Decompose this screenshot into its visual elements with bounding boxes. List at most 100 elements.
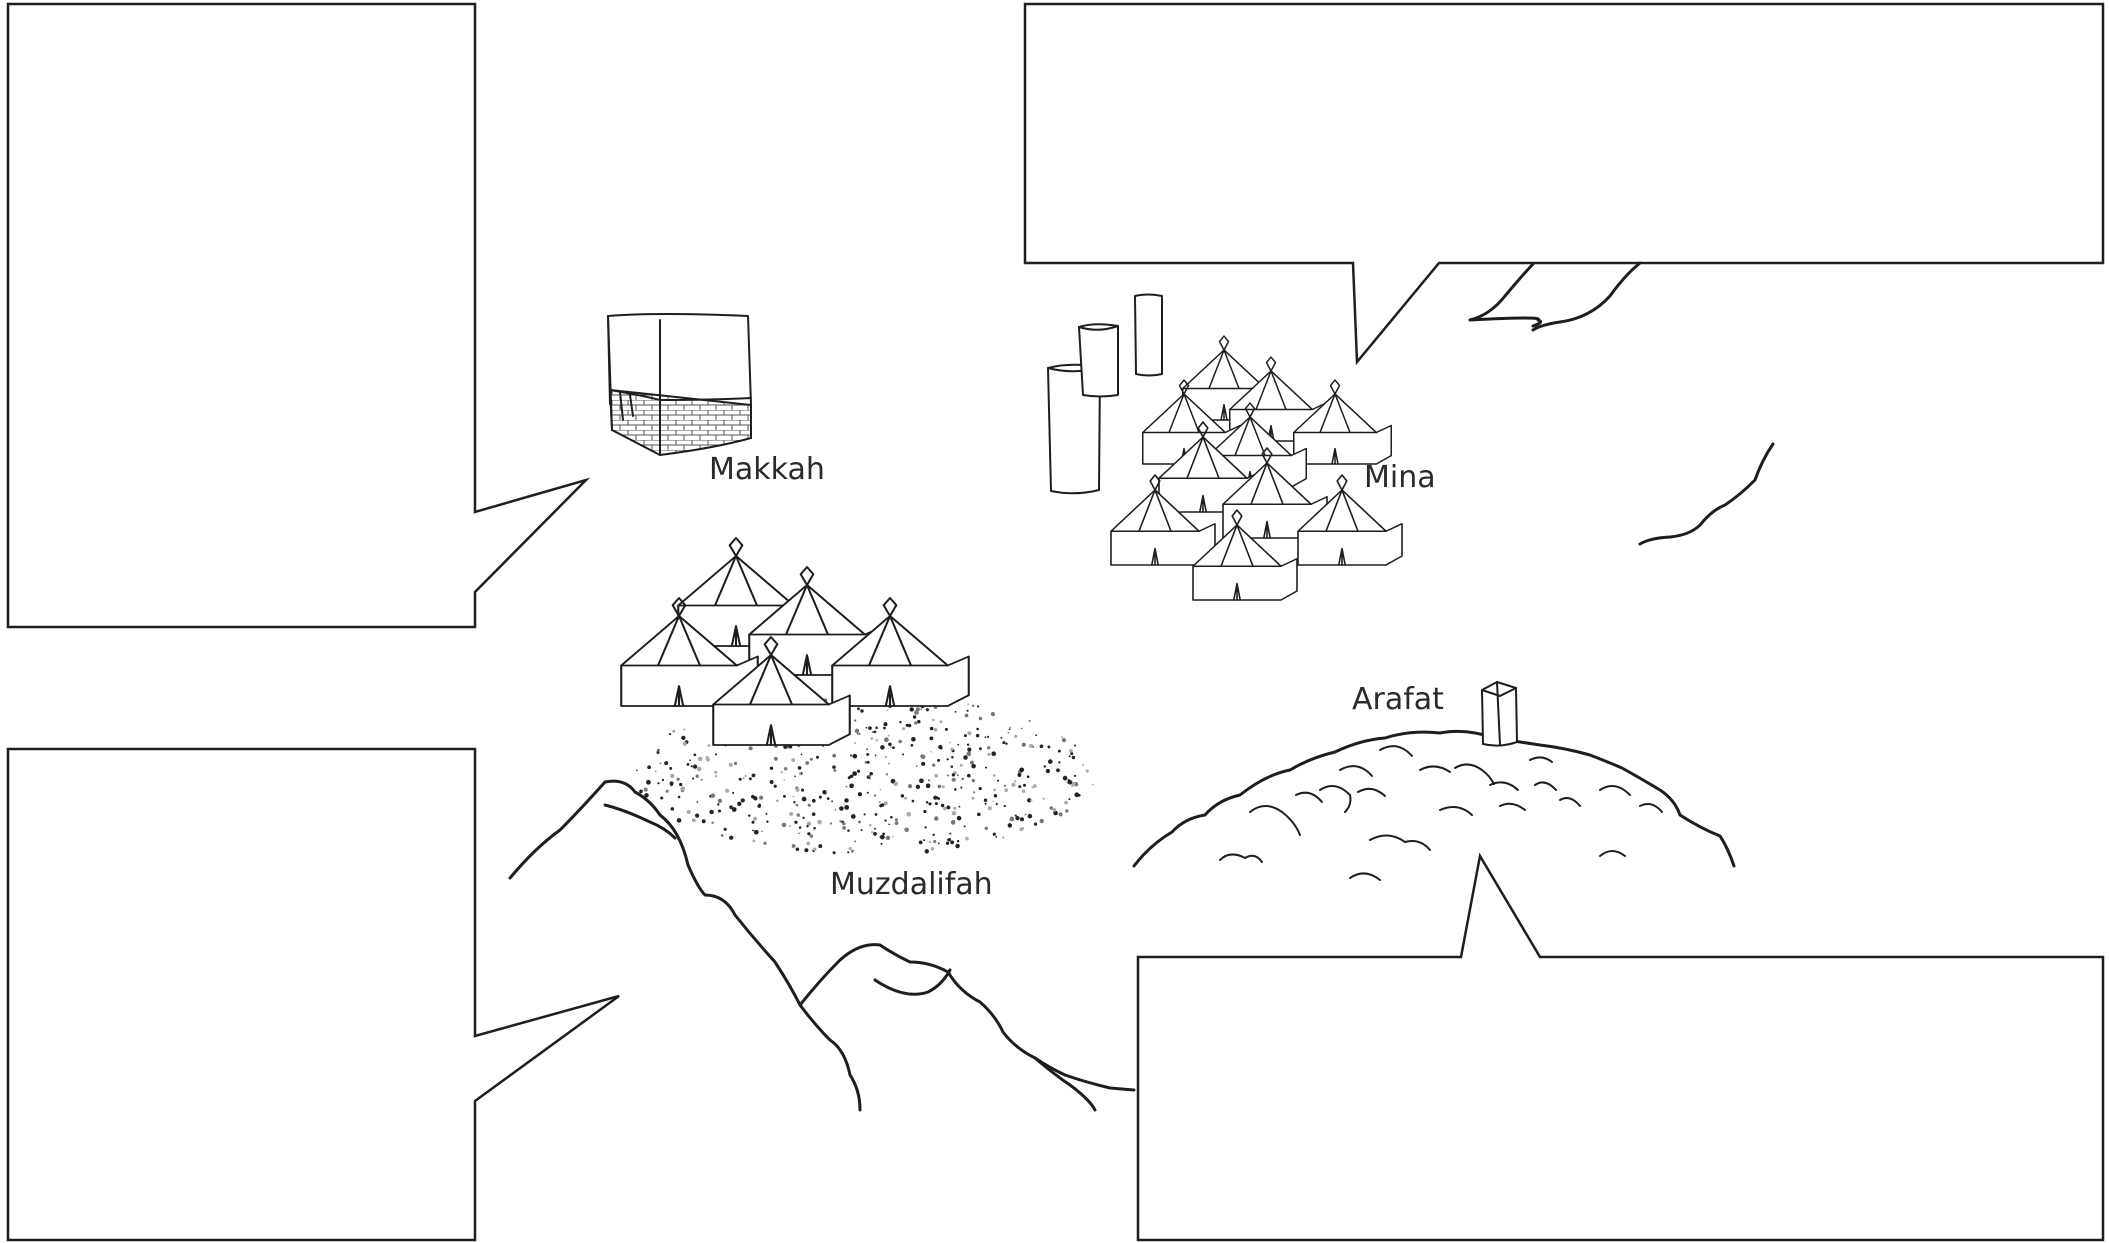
pebble [937,785,941,789]
speech-bubble-top-left[interactable] [8,4,586,627]
pebble [1058,761,1060,763]
pebble [660,763,662,765]
pebble [883,727,886,730]
pebble [987,753,990,756]
pebble [864,813,866,815]
pebble [801,754,803,756]
pebble [933,796,937,800]
place-label-mina: Mina [1364,460,1436,495]
pebble [867,792,869,794]
pebble [695,814,699,818]
pebble [776,800,779,803]
pebble [858,820,861,823]
pebble [874,730,877,733]
pebble [869,778,871,780]
pebble [876,739,879,742]
pebble [932,719,935,722]
speech-bubble-top-right[interactable] [1025,4,2103,362]
pebble [647,765,651,769]
pebble [1002,837,1004,839]
pebble [899,721,901,723]
pebble [976,734,979,737]
pebble [694,753,697,756]
pebble [880,835,885,840]
pebble [701,779,703,781]
pebble [971,764,976,769]
pebble [1069,749,1073,753]
pebble [961,778,964,781]
pebble [850,755,852,757]
pebble [950,748,953,751]
pebble [861,829,863,831]
pebble [1047,745,1050,748]
speech-bubble-bottom-right[interactable] [1138,856,2103,1240]
pebble [921,755,925,759]
pebble [920,708,922,710]
pebble [885,756,887,758]
pebble [844,798,848,802]
pebble [697,767,702,772]
pebble [1024,813,1026,815]
pebble [848,776,851,779]
pebble [1040,819,1044,823]
pebble [955,844,959,848]
pebble [996,803,998,805]
pebble [751,821,754,824]
pebble [812,799,816,803]
pebble [917,720,920,723]
pebble [711,794,715,798]
speech-bubble-bottom-left[interactable] [8,749,619,1240]
pebble [1074,745,1076,747]
pebble [709,810,713,814]
pebble [669,733,671,735]
pebble [868,726,872,730]
pebble [880,745,885,750]
pebble [938,842,940,844]
pebble [817,820,822,825]
pebble [932,834,934,836]
pebble [849,783,854,788]
pebble [967,774,971,778]
pebble [987,746,990,749]
pebble [796,788,800,792]
pebble [1086,769,1089,772]
pebble [794,776,796,778]
pebble [949,832,952,835]
pebble [937,797,940,800]
pebble [984,798,987,801]
pebble [833,851,836,854]
pebble [781,771,783,773]
pebble [1082,764,1084,766]
pebble [949,742,951,744]
pebble [937,759,940,762]
pebble [953,807,956,810]
pebble [670,774,674,778]
pebble [849,847,852,850]
mountain-range-icon [510,781,1134,1110]
pebble [888,763,890,765]
pebble [888,735,890,737]
pebble [717,803,719,805]
pebble [872,731,874,733]
pebble [960,787,962,789]
pebble [1017,773,1021,777]
pebble [955,711,957,713]
pebble [951,820,956,825]
pebble [696,775,699,778]
pebble [930,751,932,753]
pebble [1058,750,1061,753]
pebble [987,736,989,738]
pebble [855,729,860,734]
pebble [697,801,699,803]
pebble [907,812,912,817]
pebble [884,819,886,821]
pebble [908,784,912,788]
pebble [851,814,856,819]
pebble [847,851,849,853]
pebble [1068,798,1070,800]
pebble [890,746,892,748]
pebble [959,806,961,808]
pebble [923,810,926,813]
pebble [1069,755,1071,757]
